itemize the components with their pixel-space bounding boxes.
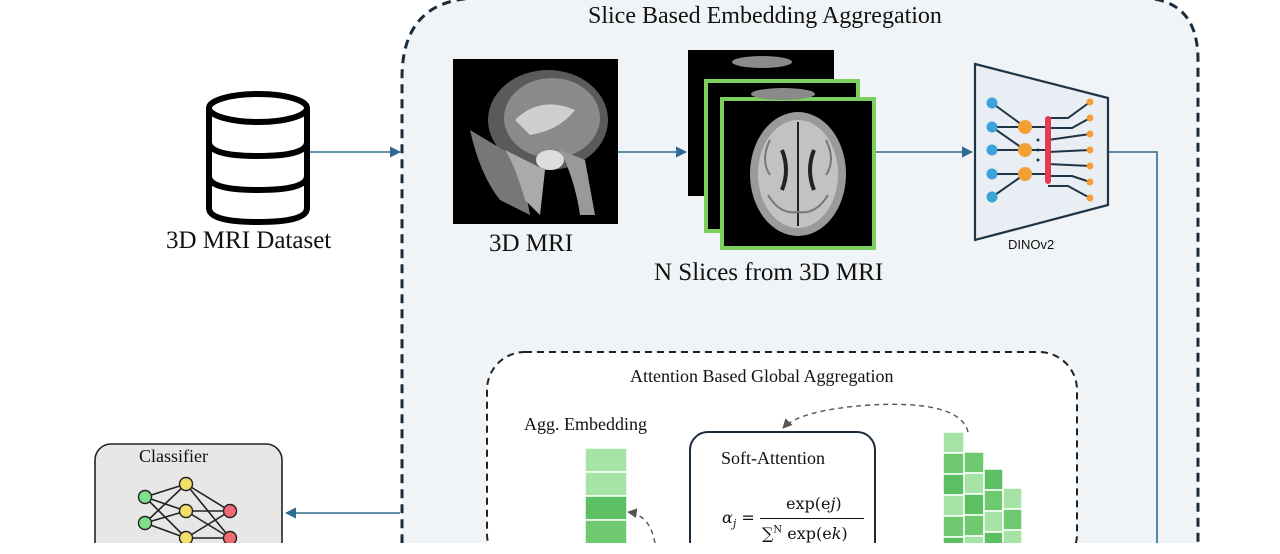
classifier-label: Classifier xyxy=(139,446,208,466)
slice-embeddings xyxy=(942,431,1023,543)
dinov2-network-icon xyxy=(973,62,1110,242)
panel-title: Slice Based Embedding Aggregation xyxy=(588,3,942,29)
formula-alpha-sub: j xyxy=(732,517,737,531)
dataset-label: 3D MRI Dataset xyxy=(166,227,332,254)
dinov2-label: DINOv2 xyxy=(1008,237,1055,252)
formula-equals: = xyxy=(741,508,755,527)
formula-alpha: α xyxy=(722,508,733,527)
neural-network-icon xyxy=(137,476,238,543)
attention-title: Attention Based Global Aggregation xyxy=(630,366,894,386)
formula-sum-sup: N xyxy=(773,524,783,536)
formula-sum: ∑ xyxy=(762,524,774,543)
arrow-dinov2-down xyxy=(1108,151,1158,543)
arrow-embeddings-to-attention xyxy=(782,403,969,433)
agg-embedding-vector xyxy=(584,447,628,543)
formula-numerator-sub: j xyxy=(830,494,836,513)
arrow-attention-to-agg xyxy=(627,508,656,543)
mri-sagittal-image xyxy=(453,59,618,224)
formula-denominator-sub: k xyxy=(831,524,842,543)
formula-denominator: exp(e xyxy=(787,524,832,543)
soft-attention-box xyxy=(689,431,876,543)
agg-embedding-label: Agg. Embedding xyxy=(524,414,647,434)
formula-numerator: exp(e xyxy=(786,494,831,513)
soft-attention-formula: αj = exp(ej) ∑N exp(ek) xyxy=(722,494,872,554)
database-icon xyxy=(206,91,310,226)
mri-label: 3D MRI xyxy=(489,230,574,257)
soft-attention-title: Soft-Attention xyxy=(721,448,825,468)
slices-label: N Slices from 3D MRI xyxy=(654,259,884,286)
slice-stack xyxy=(688,50,876,250)
